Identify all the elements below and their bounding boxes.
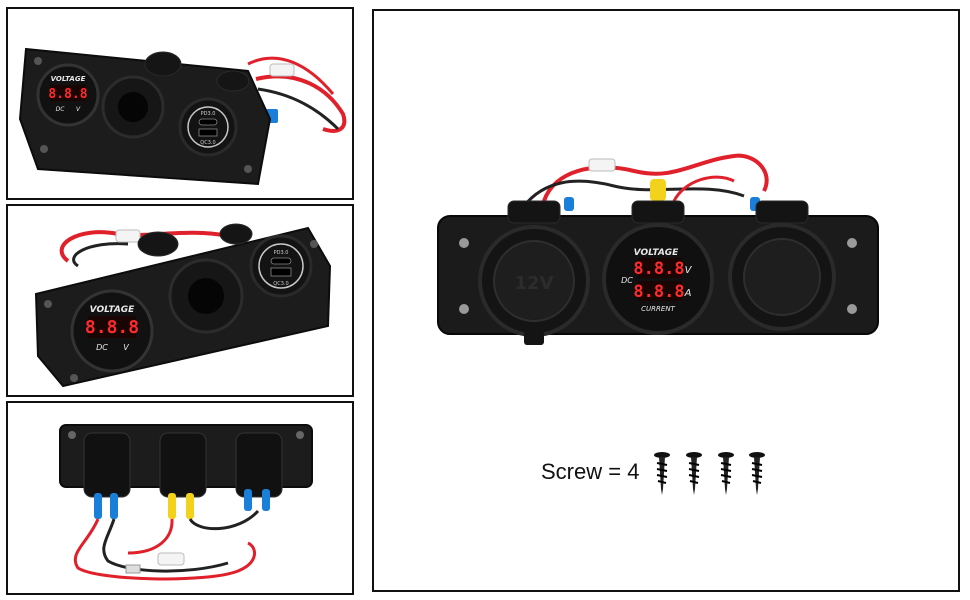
usb-c-port <box>198 118 218 126</box>
fuse-holder <box>115 229 141 243</box>
yellow-terminal <box>650 179 666 201</box>
fuse-holder <box>269 63 295 77</box>
socket-hole <box>118 92 148 122</box>
unit-label: V <box>76 106 81 113</box>
blue-terminal <box>94 493 102 519</box>
black-wire <box>188 509 260 531</box>
mounting-hole <box>459 238 469 248</box>
main-panel-illustration: 12V VOLTAGE 8.8.8 V DC 8.8.8 A CURRENT <box>437 153 879 495</box>
mounting-hole <box>40 145 48 153</box>
usb-pd-label: PD3.0 <box>201 111 216 117</box>
led-digits: 8.8.8 <box>48 87 87 102</box>
rear-housing-right <box>235 432 283 498</box>
mounting-hole <box>296 431 304 439</box>
screw-count-label: Screw = 4 <box>541 459 640 484</box>
mounting-hole <box>244 165 252 173</box>
black-wire <box>522 179 745 207</box>
product-photo-rear-view <box>6 401 354 595</box>
socket-cap-left <box>493 240 575 322</box>
dc-label: DC <box>621 276 633 285</box>
yellow-terminal <box>168 493 176 519</box>
yellow-terminal <box>186 493 194 519</box>
cap-hinge <box>755 200 809 224</box>
front-angle-panel-illustration: VOLTAGE 8.8.8 DC V PD3.0 QC3.0 <box>34 223 332 388</box>
fuse-holder <box>588 158 616 172</box>
current-label: CURRENT <box>641 305 675 313</box>
rear-housing-left <box>83 432 131 498</box>
screw-icon <box>686 452 702 495</box>
cap-tab <box>524 331 544 345</box>
blue-terminal <box>110 493 118 519</box>
usb-qc-label: QC3.0 <box>273 281 288 287</box>
rear-housing-center <box>159 432 207 498</box>
screw-icon <box>654 452 670 495</box>
mounting-hole <box>68 431 76 439</box>
fuse-holder <box>157 552 185 566</box>
mounting-hole <box>847 304 857 314</box>
voltage-label: VOLTAGE <box>634 248 679 258</box>
socket-cap-label: 12V <box>515 273 554 294</box>
socket-cap <box>144 51 182 77</box>
usb-c-port <box>270 257 292 265</box>
socket-cap-right <box>743 238 821 316</box>
blue-terminal <box>244 489 252 511</box>
volt-display <box>638 258 682 278</box>
mounting-hole <box>70 374 78 382</box>
usb-cap <box>219 223 253 245</box>
screw-icon <box>718 452 734 495</box>
screw-icon <box>749 452 765 495</box>
led-display <box>50 85 86 101</box>
connector <box>125 564 141 574</box>
usb-ring <box>258 243 304 289</box>
amp-digits: 8.8.8 <box>633 282 684 302</box>
voltammeter-bezel <box>602 223 714 335</box>
product-photo-angled-view: VOLTAGE 8.8.8 DC V PD3.0 QC3.0 <box>6 7 354 200</box>
usb-pd-label: PD3.0 <box>274 250 289 256</box>
usb-a-port <box>270 267 292 277</box>
voltage-label: VOLTAGE <box>51 75 86 83</box>
red-wire <box>672 175 735 202</box>
mounting-hole <box>34 57 42 65</box>
mounting-hole <box>310 240 318 248</box>
black-wire <box>257 87 340 131</box>
led-display <box>88 316 136 338</box>
socket-cap <box>137 231 179 257</box>
mounting-hole <box>847 238 857 248</box>
amp-display <box>638 281 682 301</box>
red-wire <box>73 518 257 581</box>
volt-digits: 8.8.8 <box>633 259 684 279</box>
usb-charger <box>249 234 313 298</box>
mounting-hole <box>459 304 469 314</box>
mounting-hole <box>44 300 52 308</box>
red-wire <box>247 56 335 95</box>
usb-ring <box>187 106 229 148</box>
red-wire <box>255 74 347 133</box>
meter-hinge <box>631 200 685 224</box>
black-wire <box>102 518 229 573</box>
blue-terminal <box>262 489 270 511</box>
dc-label: DC <box>56 106 66 113</box>
volt-unit: V <box>685 265 693 276</box>
usb-qc-label: QC3.0 <box>200 140 215 146</box>
red-wire <box>542 153 769 202</box>
blue-terminal <box>564 197 574 211</box>
dc-label: DC <box>96 343 108 352</box>
product-photo-main-view: 12V VOLTAGE 8.8.8 V DC 8.8.8 A CURRENT <box>372 9 960 592</box>
usb-a-port <box>198 128 218 137</box>
voltage-label: VOLTAGE <box>90 305 135 315</box>
led-digits: 8.8.8 <box>85 317 139 338</box>
usb-cap <box>216 70 250 92</box>
angled-panel-illustration: VOLTAGE 8.8.8 DC V PD3.0 QC3.0 <box>18 47 347 186</box>
product-photo-front-angle: VOLTAGE 8.8.8 DC V PD3.0 QC3.0 <box>6 204 354 397</box>
amp-unit: A <box>684 288 692 299</box>
red-wire <box>127 518 174 555</box>
black-wire <box>72 242 129 268</box>
rear-panel-illustration <box>59 424 313 581</box>
unit-label: V <box>123 343 129 352</box>
socket-hole <box>188 278 224 314</box>
cap-hinge <box>507 200 561 224</box>
